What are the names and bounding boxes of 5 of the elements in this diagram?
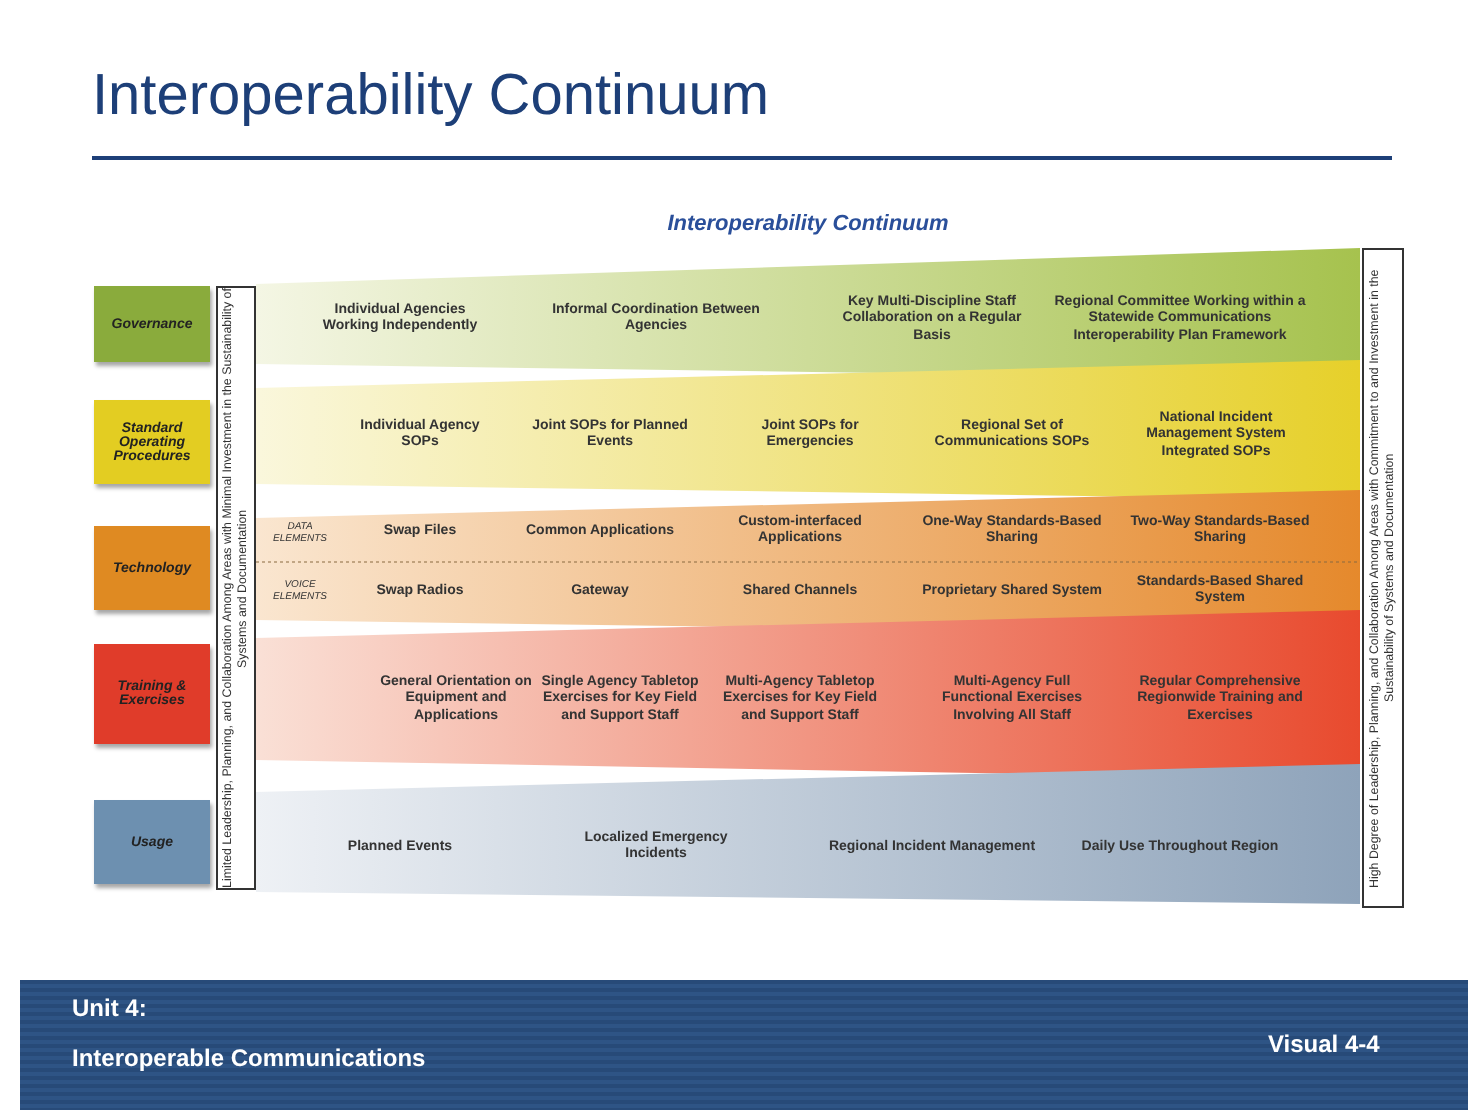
unit-title: Interoperable Communications — [72, 1044, 426, 1072]
slide-title: Interoperability Continuum — [92, 64, 770, 130]
unit-number: Unit 4: — [72, 994, 147, 1022]
chart-title: Interoperability Continuum — [665, 212, 951, 236]
visual-number: Visual 4-4 — [1268, 1030, 1380, 1058]
